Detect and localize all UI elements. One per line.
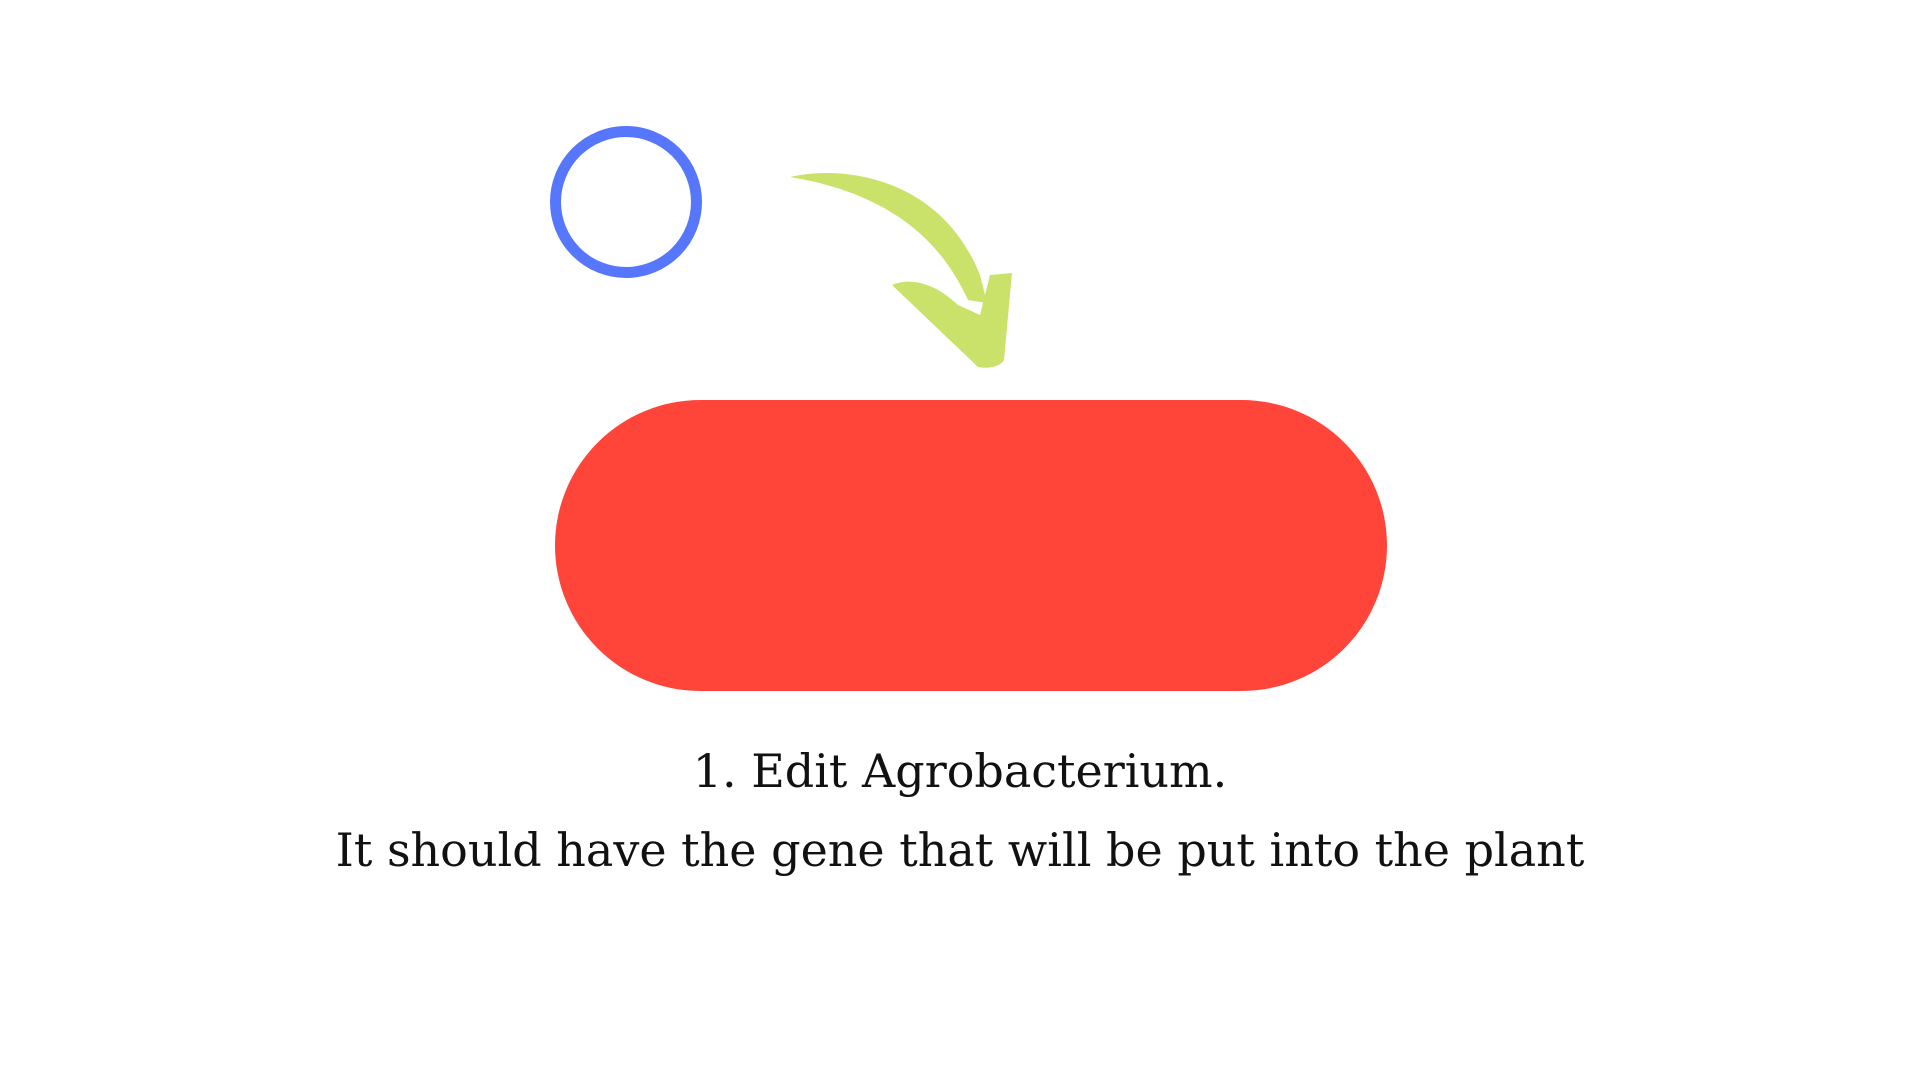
plasmid-ring-icon xyxy=(550,126,702,278)
caption-step: 1. Edit Agrobacterium. xyxy=(692,744,1228,798)
arrow-head xyxy=(892,273,1012,368)
curved-arrow-icon xyxy=(790,172,1012,368)
arrow-body xyxy=(790,172,987,303)
agrobacterium-shape xyxy=(555,400,1387,691)
caption-detail: It should have the gene that will be put… xyxy=(335,823,1585,877)
